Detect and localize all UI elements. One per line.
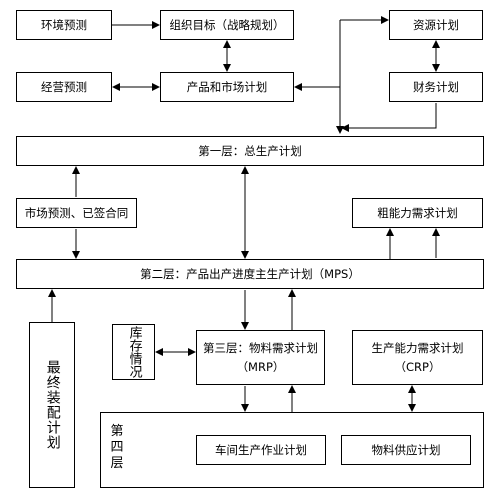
capacity-box: 生产能力需求计划 （CRP） xyxy=(352,330,483,385)
material-supply-label: 物料供应计划 xyxy=(371,442,441,457)
resource-plan-label: 资源计划 xyxy=(413,17,459,32)
market-forecast-label: 市场预测、已签合同 xyxy=(24,205,129,220)
inventory-box: 库存情况 xyxy=(112,324,155,380)
layer4-label: 第四层 xyxy=(110,424,124,471)
rough-capacity-label: 粗能力需求计划 xyxy=(377,205,458,220)
layer3-label-line1: 第三层：物料需求计划 xyxy=(203,341,318,356)
layer1-box: 第一层：总生产计划 xyxy=(16,136,484,166)
material-supply-box: 物料供应计划 xyxy=(341,435,471,465)
org-goal-label: 组织目标（战略规划） xyxy=(169,17,285,32)
finance-plan-label: 财务计划 xyxy=(413,79,459,94)
resource-plan-box: 资源计划 xyxy=(389,10,483,40)
product-market-label: 产品和市场计划 xyxy=(186,79,268,94)
layer2-box: 第二层：产品出产进度主生产计划（MPS） xyxy=(16,259,484,289)
layer2-label: 第二层：产品出产进度主生产计划（MPS） xyxy=(140,266,360,281)
env-forecast-label: 环境预测 xyxy=(41,17,87,32)
biz-forecast-label: 经营预测 xyxy=(41,79,87,94)
layer1-label: 第一层：总生产计划 xyxy=(198,143,302,158)
env-forecast-box: 环境预测 xyxy=(16,10,112,40)
finance-plan-box: 财务计划 xyxy=(389,72,483,102)
arrow-finance-to-connector xyxy=(341,103,437,132)
org-goal-box: 组织目标（战略规划） xyxy=(160,10,294,40)
biz-forecast-box: 经营预测 xyxy=(16,72,112,102)
final-assembly-label: 最终装配计划 xyxy=(44,360,61,450)
market-forecast-box: 市场预测、已签合同 xyxy=(16,198,137,228)
product-market-box: 产品和市场计划 xyxy=(160,72,294,102)
layer3-label-line2: （MRP） xyxy=(236,359,285,374)
final-assembly-box: 最终装配计划 xyxy=(29,322,75,488)
inventory-label: 库存情况 xyxy=(126,326,142,378)
capacity-label-line1: 生产能力需求计划 xyxy=(371,341,464,356)
capacity-label-line2: （CRP） xyxy=(394,359,441,374)
layer3-box: 第三层：物料需求计划 （MRP） xyxy=(196,330,325,385)
rough-capacity-box: 粗能力需求计划 xyxy=(352,198,483,228)
workshop-box: 车间生产作业计划 xyxy=(196,435,326,465)
workshop-label: 车间生产作业计划 xyxy=(215,442,307,457)
